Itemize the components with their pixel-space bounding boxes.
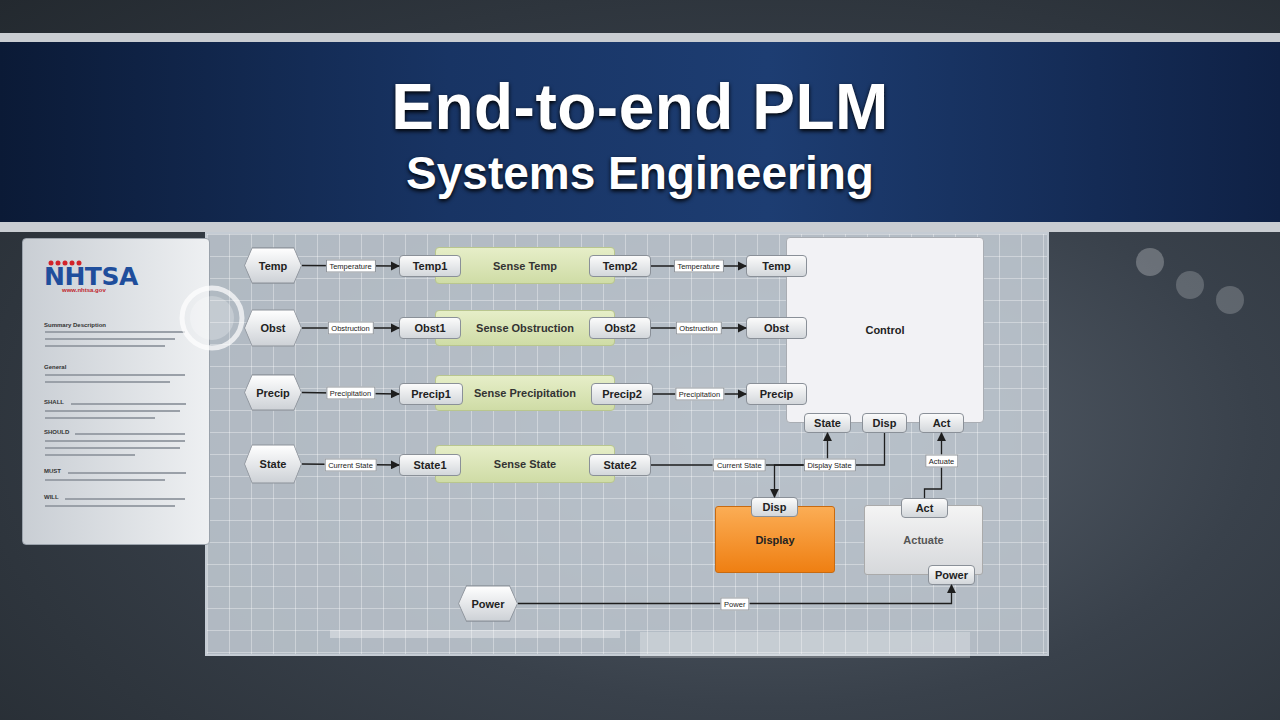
node-text: Sense Obstruction [476, 322, 574, 334]
actuate-block: ActuateActPower [864, 505, 983, 575]
port-box: Temp1 [399, 255, 461, 277]
node-text: Temp1 [413, 260, 448, 272]
node-text: State [260, 458, 287, 470]
port-box: Act [919, 413, 964, 433]
node-text: Disp [873, 417, 897, 429]
hexagon-shape [245, 445, 302, 483]
port-box: Disp [862, 413, 907, 433]
node-text: State2 [603, 459, 636, 471]
port-box: Obst1 [399, 317, 461, 339]
node-text: Temp [762, 260, 791, 272]
title: End-to-end PLM [0, 70, 1280, 144]
signal-hexagon: Power [458, 585, 518, 622]
signal-hexagon: Temp [244, 247, 302, 284]
function-block: Sense TempTemp1Temp2 [435, 247, 615, 284]
signal-label: Power [720, 597, 749, 610]
node-text: Power [935, 569, 968, 581]
node-text: Sense State [494, 458, 556, 470]
port-box: Obst [746, 317, 807, 339]
top-rule [0, 33, 1280, 42]
hexagon-shape [245, 375, 302, 410]
signal-hexagon: State [244, 444, 302, 484]
node-text: State [814, 417, 841, 429]
signal-label: Obstruction [675, 322, 721, 335]
port-box: Precip1 [399, 383, 463, 405]
node-text: State1 [413, 459, 446, 471]
connector [775, 433, 885, 497]
bottom-rule [0, 222, 1280, 232]
signal-label: Actuate [925, 455, 958, 468]
agency-logo: NHTSA [44, 262, 138, 291]
node-text: Precip [256, 387, 290, 399]
signal-label: Current State [324, 458, 377, 471]
port-box: State2 [589, 454, 651, 476]
node-text: Precip2 [602, 388, 642, 400]
node-text: Obst [260, 322, 285, 334]
signal-label: Temperature [673, 260, 723, 273]
hexagon-shape [459, 586, 518, 621]
port-box: State [804, 413, 851, 433]
node-text: Precip [760, 388, 794, 400]
document-text: www.nhtsa.gov [62, 287, 106, 293]
node-text: Obst1 [414, 322, 445, 334]
node-text: Temp2 [603, 260, 638, 272]
port-box: Disp [751, 497, 798, 517]
signal-label: Display State [803, 459, 855, 472]
node-text: Act [933, 417, 951, 429]
node-text: Temp [259, 260, 288, 272]
signal-label: Obstruction [327, 322, 373, 335]
node-text: Control [865, 324, 904, 336]
signal-hexagon: Obst [244, 309, 302, 347]
node-text: Sense Precipitation [474, 387, 576, 399]
function-block: Sense StateState1State2 [435, 445, 615, 483]
signal-label: Current State [713, 459, 766, 472]
node-text: Actuate [903, 534, 943, 546]
display-block: DisplayDisp [715, 506, 835, 573]
port-box: Obst2 [589, 317, 651, 339]
node-text: Act [916, 502, 934, 514]
subtitle: Systems Engineering [0, 146, 1280, 200]
port-box: Act [901, 498, 948, 518]
port-box: Precip2 [591, 383, 653, 405]
document-text: General [44, 364, 66, 370]
port-box: Power [928, 565, 975, 585]
document-text: SHOULD [44, 429, 69, 435]
node-text: Power [471, 598, 504, 610]
control-block: ControlTempObstPrecipStateDispAct [786, 237, 984, 423]
signal-label: Precipitation [326, 387, 375, 400]
signal-label: Temperature [325, 259, 375, 272]
port-box: State1 [399, 454, 461, 476]
port-box: Temp2 [589, 255, 651, 277]
port-box: Temp [746, 255, 807, 277]
node-text: Sense Temp [493, 260, 557, 272]
signal-hexagon: Precip [244, 374, 302, 411]
node-text: Disp [763, 501, 787, 513]
node-text: Display [755, 534, 794, 546]
node-text: Obst [764, 322, 789, 334]
hexagon-shape [245, 310, 302, 346]
hexagon-shape [245, 248, 302, 283]
document-text: WILL [44, 494, 59, 500]
document-text: Summary Description [44, 322, 106, 328]
node-text: Obst2 [604, 322, 635, 334]
function-block: Sense PrecipitationPrecip1Precip2 [435, 375, 615, 411]
function-block: Sense ObstructionObst1Obst2 [435, 310, 615, 346]
port-box: Precip [746, 383, 807, 405]
document-text: SHALL [44, 399, 64, 405]
node-text: Precip1 [411, 388, 451, 400]
document-text: MUST [44, 468, 61, 474]
signal-label: Precipitation [675, 388, 724, 401]
